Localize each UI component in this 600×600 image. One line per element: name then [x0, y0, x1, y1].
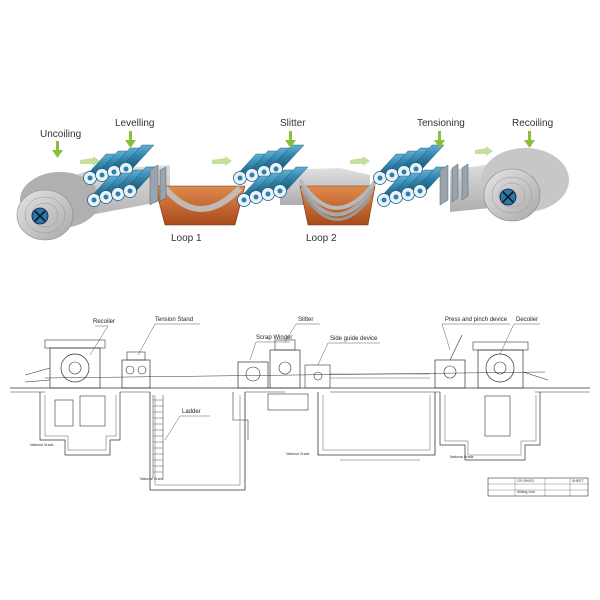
label-tension-stand: Tension Stand	[155, 317, 194, 323]
guide-plates	[149, 163, 469, 206]
roller-hub-icon	[381, 197, 387, 203]
roller-hub-icon	[273, 166, 279, 172]
roller-hub-icon	[91, 197, 97, 203]
roller-hub-icon	[111, 169, 117, 175]
label-national-grade-4: National Grade	[450, 455, 474, 459]
title-block-name: Slitting Line	[517, 490, 536, 494]
roller-hub-icon	[393, 194, 399, 200]
arrow-down-icon	[52, 141, 63, 158]
roller-hub-icon	[417, 188, 423, 194]
roller-hub-icon	[237, 175, 243, 181]
recoil-coil	[481, 148, 569, 222]
label-uncoiling: Uncoiling	[40, 129, 82, 140]
arrow-down-icon	[524, 131, 535, 148]
label-ladder: Ladder	[182, 409, 201, 415]
loop-1-pit	[154, 185, 246, 226]
uncoil-coil	[16, 172, 100, 241]
roller-hub-icon	[261, 169, 267, 175]
flow-arrow-icon	[475, 146, 493, 156]
technical-drawing	[10, 334, 590, 497]
roller-hub-icon	[99, 172, 105, 178]
arrow-down-icon	[285, 131, 296, 148]
roller-hub-icon	[265, 191, 271, 197]
roller-hub-icon	[115, 191, 121, 197]
leader-lines	[89, 323, 540, 441]
label-tensioning: Tensioning	[417, 118, 465, 129]
roller-hub-icon	[241, 197, 247, 203]
roller-hub-icon	[277, 188, 283, 194]
label-slitter-drawing: Slitter	[298, 317, 314, 323]
slitter-rollers	[233, 144, 309, 207]
roller-hub-icon	[249, 172, 255, 178]
loop-2-pit	[299, 185, 376, 226]
label-national-grade-1: National Grade	[30, 443, 54, 447]
label-decoiler: Decoiler	[516, 317, 539, 323]
title-block-code: CR-SH003	[517, 479, 534, 483]
flow-arrow-icon	[212, 156, 232, 166]
label-levelling: Levelling	[115, 118, 155, 129]
arrow-down-icon	[125, 131, 136, 148]
label-national-grade-3: National Grade	[286, 452, 310, 456]
label-recoiler: Recoiler	[93, 319, 116, 325]
label-loop-2: Loop 2	[306, 233, 337, 244]
process-arrows	[52, 131, 535, 166]
roller-hub-icon	[103, 194, 109, 200]
levelling-rollers	[83, 144, 159, 207]
label-recoiling: Recoiling	[512, 118, 554, 129]
title-block-sheet: SHEET	[572, 479, 584, 483]
arrow-down-icon	[434, 131, 445, 148]
roller-hub-icon	[389, 172, 395, 178]
label-slitter: Slitter	[280, 118, 306, 129]
roller-hub-icon	[253, 194, 259, 200]
roller-hub-icon	[123, 166, 129, 172]
tensioning-rollers	[373, 144, 449, 207]
label-side-guide: Side guide device	[330, 336, 378, 342]
label-press-pinch: Press and pinch device	[445, 317, 508, 323]
roller-hub-icon	[87, 175, 93, 181]
label-scrap-winder: Scrap Winder	[256, 335, 293, 341]
roller-hub-icon	[127, 188, 133, 194]
label-national-grade-2: National Grade	[140, 477, 164, 481]
roller-hub-icon	[401, 169, 407, 175]
flow-arrow-icon	[350, 156, 370, 166]
roller-hub-icon	[377, 175, 383, 181]
label-loop-1: Loop 1	[171, 233, 202, 244]
roller-hub-icon	[405, 191, 411, 197]
flow-arrow-icon	[80, 156, 100, 166]
roller-hub-icon	[413, 166, 419, 172]
